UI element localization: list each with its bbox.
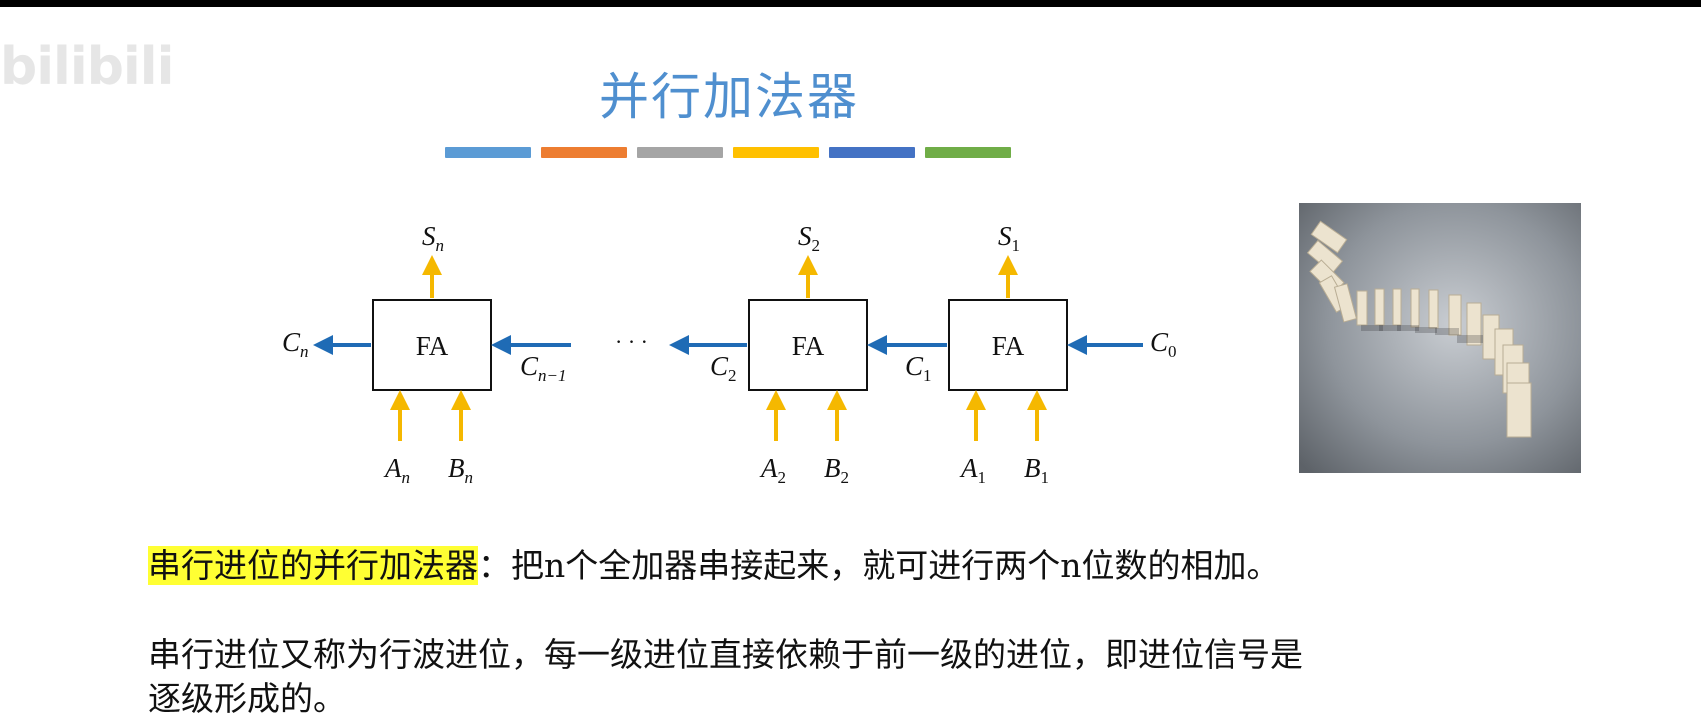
fa-block-1 [948,299,1068,391]
fa-block-2-label: FA [792,331,825,361]
label-a1: A1 [959,453,986,487]
label-bn: Bn [448,453,473,487]
highlighted-term: 串行进位的并行加法器 [148,546,478,585]
paragraph-explanation: 串行进位又称为行波进位，每一级进位直接依赖于前一级的进位，即进位信号是逐级形成的… [148,635,1303,718]
label-b1: B1 [1024,453,1049,487]
color-bar-4 [733,147,819,158]
label-s1: S1 [998,221,1020,255]
color-bar-6 [925,147,1011,158]
label-c2: C2 [710,351,737,385]
label-b2: B2 [824,453,849,487]
label-an: An [383,453,410,487]
label-c1: C1 [905,351,932,385]
label-cn-1: Cn−1 [520,351,567,385]
color-bar-2 [541,147,627,158]
color-bar-3 [637,147,723,158]
definition-text: ：把n个全加器串接起来，就可进行两个n位数的相加。 [478,546,1280,585]
fa-block-2 [748,299,868,391]
slide-title: 并行加法器 [599,68,859,126]
slide: bilibili 并行加法器 FA FA FA [0,7,1701,727]
fa-block-n [372,299,492,391]
fa-block-1-label: FA [992,331,1025,361]
dominoes-photo [1299,203,1581,473]
label-a2: A2 [759,453,786,487]
label-c0: C0 [1150,327,1177,361]
color-bar-1 [445,147,531,158]
fa-block-n-label: FA [416,331,449,361]
label-cn: Cn [282,327,309,361]
bilibili-watermark: bilibili [0,37,174,97]
parallel-adder-diagram: FA FA FA [265,217,1189,497]
color-bar-5 [829,147,915,158]
diagram-ellipsis: · · · [615,329,648,354]
label-s2: S2 [798,221,820,255]
label-sn: Sn [422,221,444,255]
paragraph-definition: 串行进位的并行加法器：把n个全加器串接起来，就可进行两个n位数的相加。 [148,544,1280,588]
